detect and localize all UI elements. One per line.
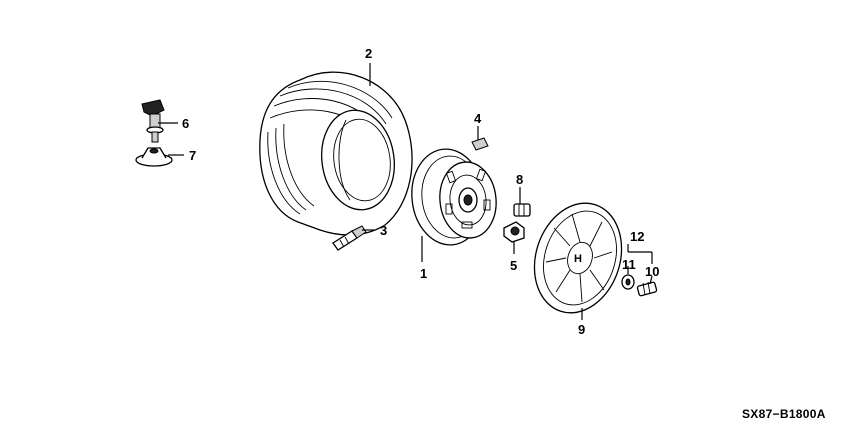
callout-12: 12 (630, 229, 644, 244)
diagram-code: SX87−B1800A (742, 407, 826, 421)
nut[interactable] (621, 274, 635, 290)
balance-weight[interactable] (471, 137, 489, 151)
callout-1: 1 (420, 266, 427, 281)
wheel-cover[interactable]: H (521, 192, 635, 324)
callout-9: 9 (578, 322, 585, 337)
callout-4: 4 (474, 111, 482, 126)
callout-5: 5 (510, 258, 517, 273)
spare-tire-bolt[interactable] (141, 99, 165, 143)
spare-tire-spacer[interactable] (135, 147, 173, 167)
callout-3: 3 (380, 223, 387, 238)
stud-nut[interactable] (513, 203, 531, 217)
tire[interactable] (259, 71, 413, 236)
callout-6: 6 (182, 116, 189, 131)
valve-stem[interactable] (332, 225, 367, 251)
wheel-nut[interactable] (503, 221, 525, 243)
callout-2: 2 (365, 46, 372, 61)
callout-11: 11 (622, 257, 636, 272)
callout-7: 7 (189, 148, 196, 163)
leader-lines (158, 63, 653, 320)
callout-8: 8 (516, 172, 523, 187)
bolt[interactable] (636, 281, 658, 297)
steel-wheel[interactable] (407, 145, 500, 248)
callout-10: 10 (645, 264, 659, 279)
svg-text:H: H (574, 253, 582, 265)
